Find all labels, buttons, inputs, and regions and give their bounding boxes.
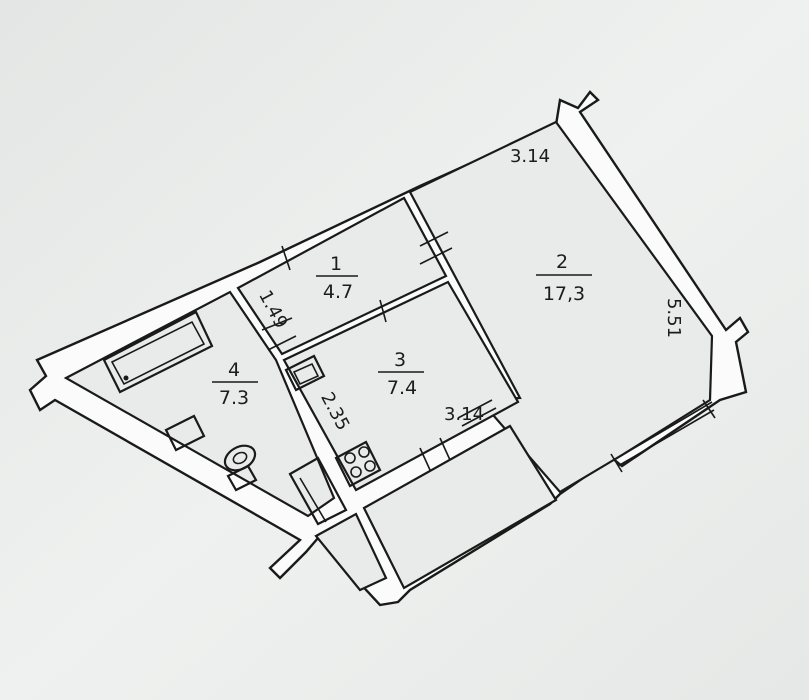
room-1-area: 4.7 — [323, 281, 353, 303]
room-4-number: 4 — [228, 359, 240, 381]
dimension-room3-bottom: 3.14 — [444, 404, 484, 425]
room-4-area: 7.3 — [219, 387, 249, 409]
door-marks — [261, 231, 453, 471]
room-labels: 1 4.7 2 17,3 3 7.4 4 7.3 — [212, 251, 592, 409]
bathtub-icon — [102, 310, 214, 394]
room-3 — [282, 280, 520, 492]
loggia — [362, 424, 558, 590]
cabinet-icon — [288, 456, 348, 526]
dimension-room2-top: 3.14 — [510, 146, 550, 167]
stove-icon — [334, 440, 382, 488]
washbasin-icon — [164, 414, 206, 452]
sink-icon — [284, 354, 326, 392]
room-2-number: 2 — [556, 251, 568, 273]
dimension-room2-right: 5.51 — [663, 298, 684, 338]
window-room2 — [610, 399, 716, 473]
toilet-icon — [223, 444, 258, 492]
room-1-number: 1 — [330, 253, 342, 275]
room-4 — [63, 290, 336, 518]
corridor — [314, 512, 388, 592]
room-3-number: 3 — [394, 349, 406, 371]
room-2-area: 17,3 — [543, 283, 585, 305]
room-3-area: 7.4 — [387, 377, 417, 399]
window-room3 — [457, 399, 497, 427]
